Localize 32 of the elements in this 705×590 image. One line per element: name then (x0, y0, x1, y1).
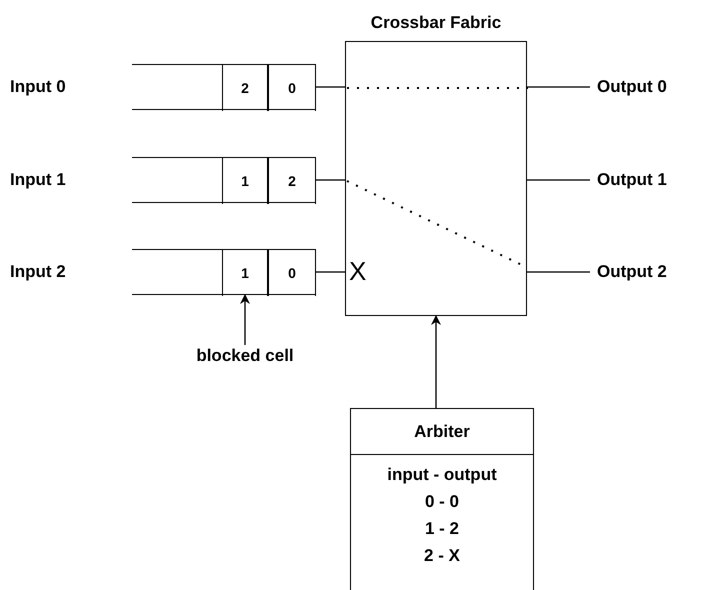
connector-line (527, 86, 590, 88)
arbiter-entry: 0 - 0 (424, 491, 460, 513)
connector-line (527, 179, 590, 181)
port-label: Output 1 (590, 169, 702, 191)
queue-box (132, 157, 316, 203)
queue-cell: 0 (268, 65, 316, 111)
port-label: blocked cell (185, 345, 305, 367)
arbiter-entry: 1 - 2 (424, 518, 460, 540)
queue-box (132, 64, 316, 110)
input-label: Input 2 (10, 261, 66, 283)
queue-box (132, 249, 316, 295)
connector-line (316, 271, 345, 273)
crossbar-title: Crossbar Fabric (370, 12, 502, 34)
connector-line (527, 271, 590, 273)
connector-line (316, 86, 345, 88)
blocked-mark: X (349, 258, 366, 284)
port-label: Output 0 (590, 76, 702, 98)
arbiter-entry: input - output (387, 464, 497, 486)
input-label: Input 1 (10, 169, 66, 191)
arbiter-box (350, 408, 534, 590)
arrow (240, 294, 250, 345)
arbiter-title: Arbiter (414, 420, 470, 443)
queue-cell: 1 (222, 158, 268, 204)
arrow (431, 315, 441, 408)
queue-cell: 2 (222, 65, 268, 111)
connector-line (316, 179, 345, 181)
queue-cell: 0 (268, 250, 316, 296)
port-label: Output 2 (590, 261, 702, 283)
queue-cell: 1 (222, 250, 268, 296)
queue-cell: 2 (268, 158, 316, 204)
arbiter-entry: 2 - X (424, 545, 460, 567)
input-label: Input 0 (10, 76, 66, 98)
